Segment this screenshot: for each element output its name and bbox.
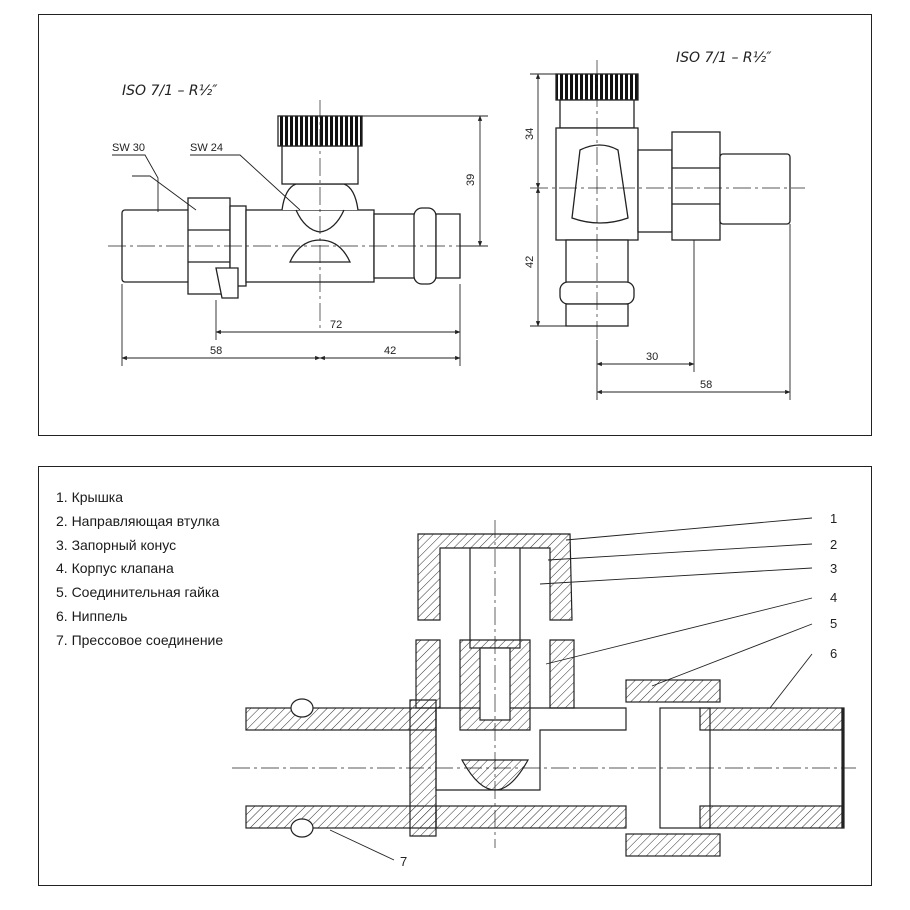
callout-3: 3	[830, 561, 837, 576]
dim-34: 34	[524, 128, 536, 140]
union-nut	[671, 131, 721, 241]
sw30-label: SW 30	[112, 142, 145, 154]
parts-legend: 1. Крышка 2. Направляющая втулка 3. Запо…	[56, 486, 223, 653]
callout-2: 2	[830, 537, 837, 552]
legend-item: 4. Корпус клапана	[56, 560, 174, 577]
nipple-right	[719, 153, 791, 225]
dim-39: 39	[465, 174, 477, 186]
callout-5: 5	[830, 616, 837, 631]
legend-item: 6. Ниппель	[56, 607, 128, 624]
callout-7: 7	[400, 854, 407, 869]
callout-1: 1	[830, 511, 837, 526]
legend-item: 2. Направляющая втулка	[56, 512, 220, 529]
dim-42: 42	[384, 345, 396, 357]
dim-58-right: 58	[700, 379, 712, 391]
right-thread-label: ISO 7/1 – R½″	[676, 50, 772, 66]
left-view	[108, 100, 476, 330]
dim-42-right: 42	[524, 256, 536, 268]
section-cap	[417, 533, 573, 621]
sw24-label: SW 24	[190, 142, 223, 154]
dim-72: 72	[330, 319, 342, 331]
legend-item: 5. Соединительная гайка	[56, 584, 220, 601]
right-view	[530, 60, 805, 340]
legend-item: 7. Прессовое соединение	[56, 631, 224, 648]
left-dimensions	[112, 115, 488, 366]
right-dimensions	[530, 73, 791, 400]
callout-6: 6	[830, 646, 837, 661]
dim-58: 58	[210, 345, 222, 357]
legend-item: 3. Запорный конус	[56, 536, 177, 553]
left-thread-label: ISO 7/1 – R½″	[122, 83, 218, 99]
dim-30: 30	[646, 351, 658, 363]
legend-item: 1. Крышка	[56, 489, 124, 505]
callout-leaders	[329, 517, 813, 861]
section-view	[232, 520, 856, 857]
callout-4: 4	[830, 590, 837, 605]
